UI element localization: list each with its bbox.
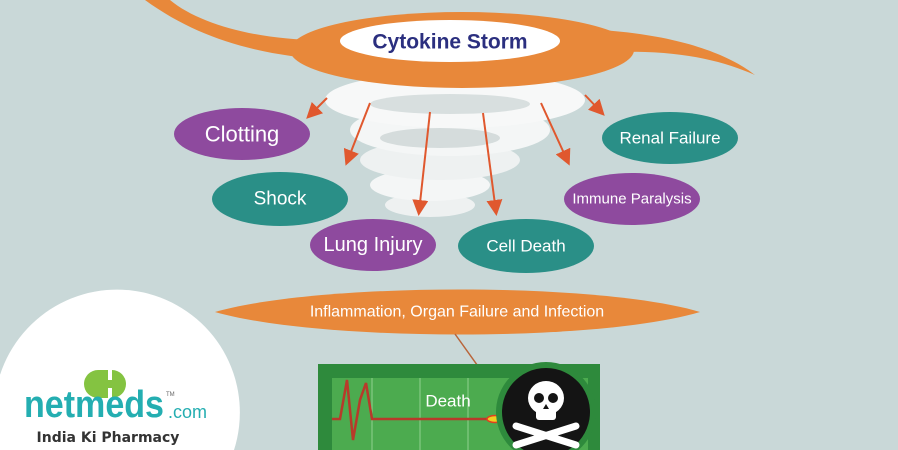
svg-text:India Ki Pharmacy: India Ki Pharmacy: [37, 430, 180, 446]
netmeds-logo: netmeds TM .com India Ki Pharmacy: [0, 289, 240, 450]
svg-text:Inflammation, Organ Failure an: Inflammation, Organ Failure and Infectio…: [310, 304, 604, 321]
svg-text:netmeds: netmeds: [24, 384, 164, 426]
effect-shock: Shock: [212, 172, 348, 226]
svg-text:Immune Paralysis: Immune Paralysis: [572, 191, 691, 208]
svg-text:TM: TM: [166, 392, 175, 398]
effect-lung-injury: Lung Injury: [310, 219, 436, 271]
svg-text:.com: .com: [168, 402, 207, 422]
effect-clotting: Clotting: [174, 108, 310, 160]
effect-renal-failure: Renal Failure: [602, 112, 738, 164]
svg-text:Renal Failure: Renal Failure: [619, 129, 720, 148]
tornado-graphic: [325, 72, 585, 217]
svg-text:Clotting: Clotting: [205, 122, 280, 147]
heart-monitor: Death: [318, 362, 600, 450]
diagram-title: Cytokine Storm: [372, 31, 527, 54]
outcome-band: Inflammation, Organ Failure and Infectio…: [215, 289, 700, 335]
effect-immune-paralysis: Immune Paralysis: [564, 173, 700, 225]
svg-text:Cell Death: Cell Death: [486, 237, 565, 256]
title-badge: [340, 20, 560, 62]
svg-text:Lung Injury: Lung Injury: [324, 234, 423, 256]
skull-crossbones-icon: [512, 381, 580, 449]
cross-plus-icon: [84, 370, 126, 398]
svg-text:Shock: Shock: [254, 189, 307, 210]
effect-cell-death: Cell Death: [458, 219, 594, 273]
monitor-label: Death: [425, 392, 470, 411]
effect-arrows: [306, 94, 605, 216]
